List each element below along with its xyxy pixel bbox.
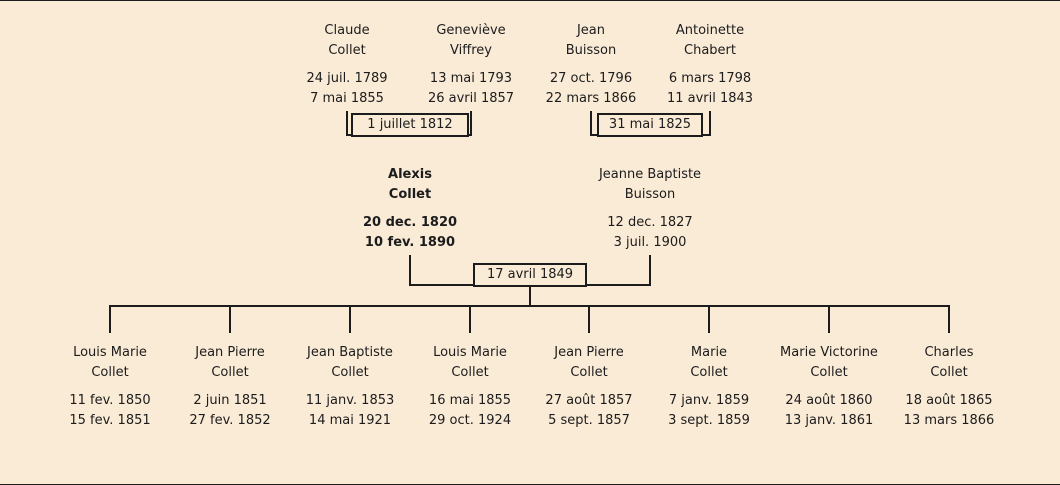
person-charles-collet: Charles Collet 18 août 1865 13 mars 1866	[890, 343, 1008, 431]
child-drop-line	[229, 305, 231, 333]
person-birth-date: 7 janv. 1859	[668, 393, 750, 408]
person-genevieve-viffrey: Geneviève Viffrey 13 mai 1793 26 avril 1…	[396, 21, 546, 109]
person-death-date: 3 sept. 1859	[668, 413, 750, 428]
person-birth-date: 24 juil. 1789	[306, 71, 388, 86]
person-last-name: Collet	[328, 43, 366, 58]
person-death-date: 27 fev. 1852	[189, 413, 271, 428]
person-alexis-collet: Alexis Collet 20 dec. 1820 10 fev. 1890	[325, 165, 495, 253]
person-death-date: 26 avril 1857	[427, 91, 515, 106]
connector-line	[709, 111, 711, 136]
child-drop-line	[469, 305, 471, 333]
person-jean-buisson: Jean Buisson 27 oct. 1796 22 mars 1866	[516, 21, 666, 109]
person-first-name: Geneviève	[436, 23, 506, 38]
person-first-name: Jean Pierre	[195, 345, 265, 360]
child-drop-line	[708, 305, 710, 333]
person-death-date: 11 avril 1843	[666, 91, 754, 106]
person-first-name: Jean	[576, 23, 606, 38]
connector-line	[470, 111, 472, 136]
person-death-date: 7 mai 1855	[310, 91, 384, 106]
person-last-name: Collet	[930, 365, 968, 380]
person-antoinette-chabert: Antoinette Chabert 6 mars 1798 11 avril …	[635, 21, 785, 109]
person-last-name: Collet	[570, 365, 608, 380]
person-birth-date: 12 dec. 1827	[607, 215, 693, 230]
person-first-name: Marie	[690, 345, 728, 360]
person-last-name: Collet	[331, 365, 369, 380]
connector-line	[409, 255, 411, 286]
child-drop-line	[349, 305, 351, 333]
person-louis-marie-collet-1855: Louis Marie Collet 16 mai 1855 29 oct. 1…	[411, 343, 529, 431]
person-birth-date: 27 août 1857	[545, 393, 633, 408]
children-rail-line	[109, 305, 950, 307]
person-death-date: 14 mai 1921	[308, 413, 392, 428]
person-last-name: Collet	[451, 365, 489, 380]
person-first-name: Claude	[324, 23, 370, 38]
person-death-date: 10 fev. 1890	[364, 235, 456, 250]
connector-line	[529, 286, 531, 307]
child-drop-line	[109, 305, 111, 333]
connector-line	[649, 255, 651, 286]
person-first-name: Alexis	[388, 167, 432, 182]
person-birth-date: 24 août 1860	[785, 393, 873, 408]
person-birth-date: 18 août 1865	[905, 393, 993, 408]
marriage-date-box-1812: 1 juillet 1812	[351, 113, 469, 137]
person-jean-baptiste-collet: Jean Baptiste Collet 11 janv. 1853 14 ma…	[291, 343, 409, 431]
person-last-name: Buisson	[565, 43, 617, 58]
person-first-name: Antoinette	[675, 23, 745, 38]
person-death-date: 13 janv. 1861	[784, 413, 874, 428]
person-last-name: Viffrey	[450, 43, 492, 58]
marriage-date-box-1825: 31 mai 1825	[597, 113, 703, 137]
person-birth-date: 13 mai 1793	[429, 71, 513, 86]
person-birth-date: 6 mars 1798	[668, 71, 752, 86]
person-death-date: 3 juil. 1900	[613, 235, 687, 250]
person-birth-date: 27 oct. 1796	[549, 71, 633, 86]
person-first-name: Jean Pierre	[554, 345, 624, 360]
child-drop-line	[948, 305, 950, 333]
person-last-name: Collet	[91, 365, 129, 380]
person-first-name: Louis Marie	[73, 345, 147, 360]
person-death-date: 22 mars 1866	[545, 91, 637, 106]
person-death-date: 15 fev. 1851	[69, 413, 151, 428]
person-marie-collet: Marie Collet 7 janv. 1859 3 sept. 1859	[650, 343, 768, 431]
person-louis-marie-collet-1850: Louis Marie Collet 11 fev. 1850 15 fev. …	[51, 343, 169, 431]
person-marie-victorine-collet: Marie Victorine Collet 24 août 1860 13 j…	[770, 343, 888, 431]
person-death-date: 13 mars 1866	[903, 413, 995, 428]
marriage-date-box-1849: 17 avril 1849	[473, 263, 587, 287]
person-birth-date: 16 mai 1855	[428, 393, 512, 408]
person-last-name: Collet	[211, 365, 249, 380]
person-first-name: Jeanne Baptiste	[598, 167, 702, 182]
person-last-name: Collet	[388, 187, 432, 202]
person-first-name: Marie Victorine	[780, 345, 878, 360]
person-birth-date: 11 janv. 1853	[305, 393, 395, 408]
person-last-name: Collet	[690, 365, 728, 380]
person-birth-date: 20 dec. 1820	[362, 215, 458, 230]
person-death-date: 29 oct. 1924	[428, 413, 512, 428]
child-drop-line	[588, 305, 590, 333]
person-first-name: Louis Marie	[433, 345, 507, 360]
child-drop-line	[828, 305, 830, 333]
person-last-name: Chabert	[684, 43, 736, 58]
person-last-name: Buisson	[624, 187, 676, 202]
person-jeanne-baptiste-buisson: Jeanne Baptiste Buisson 12 dec. 1827 3 j…	[565, 165, 735, 253]
person-first-name: Charles	[924, 345, 974, 360]
person-birth-date: 11 fev. 1850	[69, 393, 151, 408]
person-claude-collet: Claude Collet 24 juil. 1789 7 mai 1855	[272, 21, 422, 109]
connector-line	[590, 111, 592, 136]
person-birth-date: 2 juin 1851	[193, 393, 267, 408]
person-first-name: Jean Baptiste	[307, 345, 393, 360]
connector-line	[346, 111, 348, 136]
person-death-date: 5 sept. 1857	[548, 413, 630, 428]
person-last-name: Collet	[810, 365, 848, 380]
person-jean-pierre-collet-1851: Jean Pierre Collet 2 juin 1851 27 fev. 1…	[171, 343, 289, 431]
person-jean-pierre-collet-1857: Jean Pierre Collet 27 août 1857 5 sept. …	[530, 343, 648, 431]
